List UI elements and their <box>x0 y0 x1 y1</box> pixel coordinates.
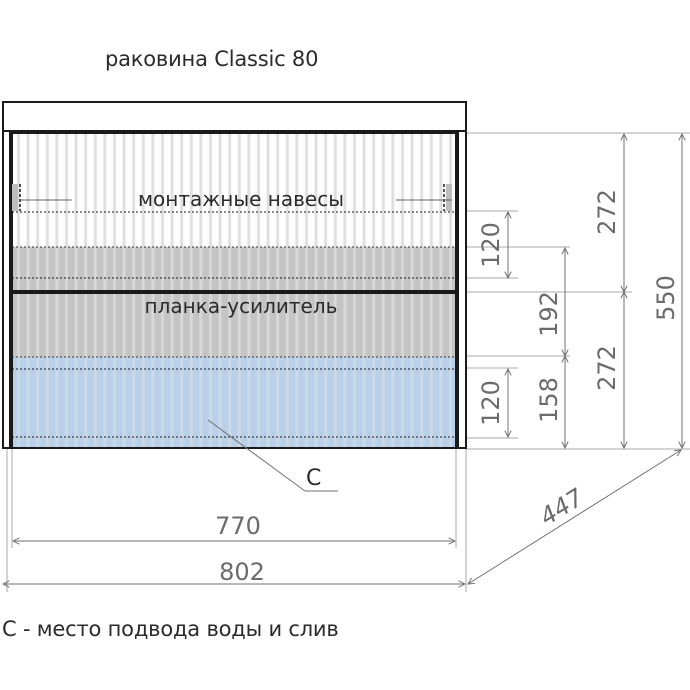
left-mounting-hanger <box>12 184 72 211</box>
dim-depth-447: 447 <box>535 483 589 531</box>
lower-drawer <box>11 292 457 449</box>
dim-lower-drawer-272: 272 <box>593 345 621 391</box>
depth-dimension-line <box>468 450 681 584</box>
left-side-panel <box>2 130 11 449</box>
dim-upper-zone-120: 120 <box>477 222 505 268</box>
vertical-dimensions <box>508 134 682 448</box>
diagram-title: раковина Classic 80 <box>105 47 319 71</box>
dim-middle-span-192: 192 <box>535 291 563 337</box>
connection-point-leader: C <box>207 419 338 492</box>
extension-lines <box>6 132 690 592</box>
upper-drawer <box>11 132 457 292</box>
legend-note: C - место подвода воды и слив <box>2 617 339 641</box>
dim-lower-zone-120: 120 <box>477 380 505 426</box>
right-mounting-hanger <box>396 184 452 211</box>
dim-inner-width-770: 770 <box>215 512 261 540</box>
dim-upper-drawer-272: 272 <box>593 189 621 235</box>
sink-top <box>2 101 467 132</box>
reinforcement-bar-label: планка-усилитель <box>145 294 338 318</box>
connection-point-marker: C <box>306 466 321 491</box>
dim-total-width-802: 802 <box>219 558 265 586</box>
dim-total-height-550: 550 <box>652 275 680 321</box>
mounting-hangers-label: монтажные навесы <box>138 187 344 211</box>
lower-blue-zone <box>12 357 456 448</box>
upper-grey-zone <box>12 247 456 291</box>
horizontal-dimensions <box>3 541 465 584</box>
right-side-panel <box>457 130 467 449</box>
dim-bottom-span-158: 158 <box>535 377 563 423</box>
